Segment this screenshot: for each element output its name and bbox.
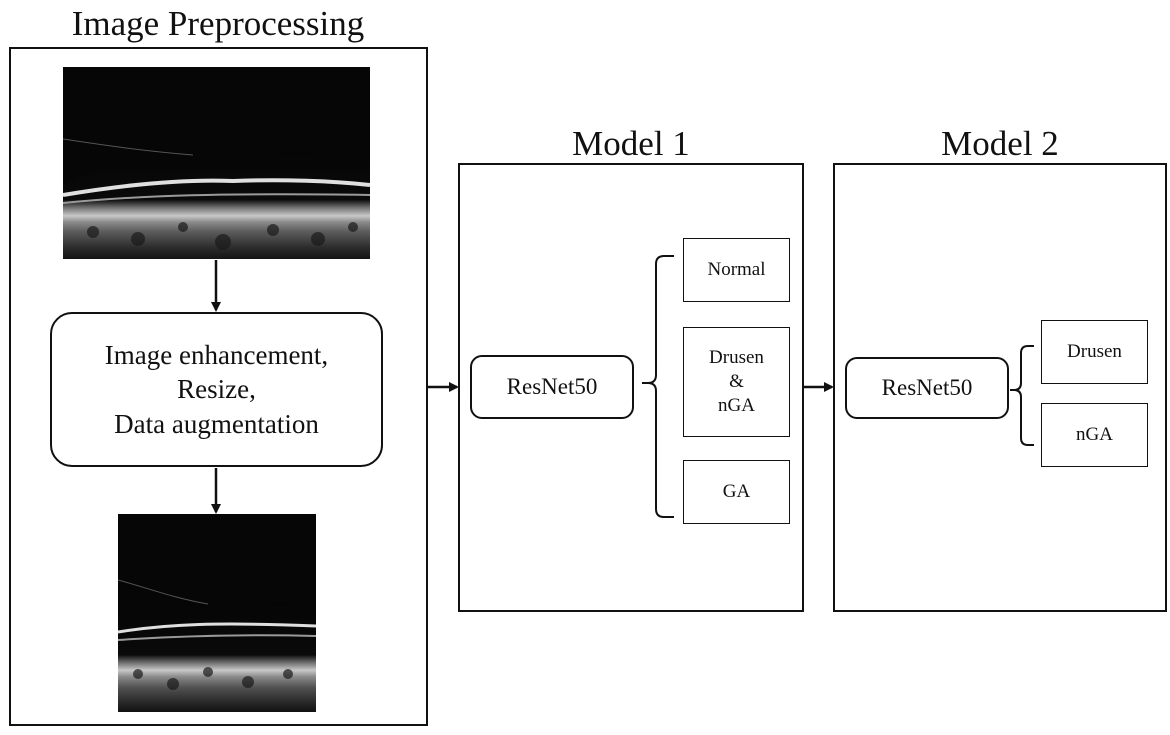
model2-brace [1010,345,1034,446]
model1-class-drusen-nga: Drusen & nGA [683,327,790,437]
model2-title: Model 2 [941,124,1059,163]
model2-resnet-label: ResNet50 [881,375,973,400]
model2-class-nga-label: nGA [1076,424,1113,445]
preprocessing-title: Image Preprocessing [71,4,365,43]
model1-brace [642,255,674,518]
step-resize: Resize, [177,374,256,405]
model1-class-ga-label: GA [722,481,751,502]
model1-class-ga: GA [683,460,790,524]
model1-class-drusen-line: Drusen [709,346,764,368]
model1-resnet-box: ResNet50 [470,355,634,419]
model1-title: Model 1 [572,124,690,163]
model2-class-nga: nGA [1041,403,1148,467]
preprocessing-steps-box: Image enhancement, Resize, Data augmenta… [50,312,383,467]
model1-class-normal: Normal [683,238,790,302]
model1-class-normal-label: Normal [707,259,766,280]
step-enhancement: Image enhancement, [104,339,329,370]
model2-resnet-box: ResNet50 [845,357,1009,419]
model1-class-nga-line: nGA [718,395,755,417]
step-augmentation: Data augmentation [114,408,319,439]
oct-output-image [118,514,316,712]
model2-class-drusen: Drusen [1041,320,1148,384]
oct-input-image [63,67,370,259]
model1-resnet-label: ResNet50 [506,374,598,399]
model2-class-drusen-label: Drusen [1067,341,1122,362]
model1-class-amp-line: & [729,370,744,392]
